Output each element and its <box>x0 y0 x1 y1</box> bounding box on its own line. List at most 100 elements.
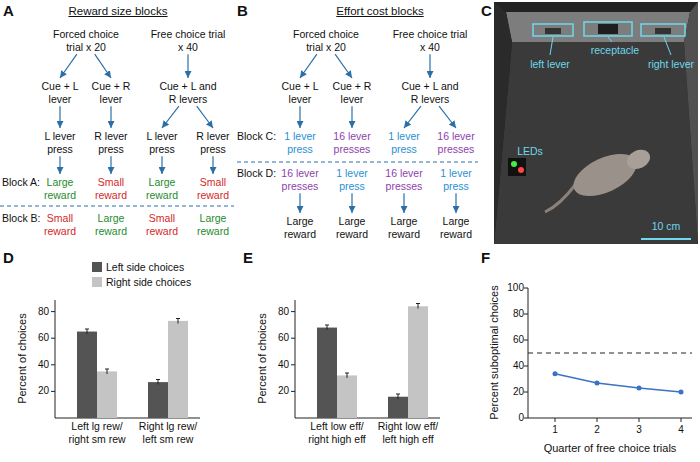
flow-arrow <box>187 54 188 78</box>
flow-step: 1 lever press <box>275 130 325 155</box>
chart-axis <box>51 312 55 392</box>
scale-label: 10 cm <box>652 220 681 233</box>
flow-arrow <box>197 106 213 128</box>
flow-step: Large reward <box>431 215 481 240</box>
step-text: Cue + L lever <box>275 80 325 105</box>
chamber-photo <box>508 158 526 176</box>
data-line <box>595 380 600 385</box>
flow-step: Large reward <box>137 176 187 201</box>
tick-label: 60 <box>513 334 524 346</box>
bar <box>77 332 97 418</box>
leader-line <box>550 37 553 55</box>
panel-letter: D <box>3 249 14 267</box>
scale-bar <box>641 238 691 240</box>
flow-step: 1 lever press <box>327 167 377 192</box>
chamber-photo <box>494 2 512 244</box>
axis-title: Percent of choices <box>15 314 28 405</box>
tick-label: 80 <box>38 306 49 318</box>
step-text: Large reward <box>379 215 429 240</box>
block-label: Block B: <box>2 212 41 225</box>
flow-step: Cue + L and R levers <box>398 80 462 105</box>
step-text: Large reward <box>327 215 377 240</box>
callout-label: left lever <box>530 58 570 71</box>
step-text: 16 lever presses <box>275 167 325 192</box>
flow-step: Free choice trial x 40 <box>391 28 469 53</box>
tick-label: 40 <box>513 360 524 372</box>
category-label: Left lg rew/ right sm rew <box>64 420 130 445</box>
chart-axis <box>524 288 528 418</box>
flow-step: Large reward <box>86 212 136 237</box>
chamber-photo <box>655 28 671 34</box>
data-line <box>637 386 642 391</box>
flow-step: Cue + L lever <box>35 80 85 105</box>
flow-arrow <box>299 106 300 128</box>
step-text: Large reward <box>35 176 85 201</box>
chamber-photo <box>567 139 657 205</box>
chamber-photo <box>506 12 690 42</box>
chamber-photo <box>494 42 698 244</box>
callout-frame <box>533 22 685 36</box>
block-divider <box>237 162 478 163</box>
flow-arrow <box>455 193 456 213</box>
flow-arrow <box>162 106 179 128</box>
callout-frame <box>584 22 632 36</box>
panel-letter: E <box>243 249 253 267</box>
category-label: Right low eff/ left high eff <box>375 420 441 445</box>
flow-step: Large reward <box>275 215 325 240</box>
tick-label: 40 <box>278 359 289 371</box>
step-text: Free choice trial x 40 <box>149 28 227 53</box>
bar <box>97 371 117 418</box>
panel-letter: F <box>481 249 490 267</box>
step-text: Cue + L and R levers <box>156 80 220 105</box>
error-bar <box>325 304 420 400</box>
step-text: Free choice trial x 40 <box>391 28 469 53</box>
tick-label: 1 <box>552 424 558 436</box>
block-divider <box>0 162 478 206</box>
callout-label: receptacle <box>591 44 639 57</box>
flow-step: 16 lever presses <box>379 167 429 192</box>
step-text: Small reward <box>35 212 85 237</box>
flow-step: Small reward <box>35 212 85 237</box>
flow-step: 1 lever press <box>379 130 429 155</box>
tick-label: 60 <box>278 332 289 344</box>
flow-step: L lever press <box>137 130 187 155</box>
panel-title: Effort cost blocks <box>336 5 423 19</box>
flow-step: 16 lever presses <box>327 130 377 155</box>
tick-label: 4 <box>678 424 684 436</box>
step-text: Cue + L lever <box>35 80 85 105</box>
panel-title: Reward size blocks <box>68 5 167 19</box>
flow-arrow <box>161 156 162 174</box>
step-text: Forced choice trial x 20 <box>47 28 125 53</box>
flow-step: 16 lever presses <box>431 130 481 155</box>
error-bar <box>85 304 420 400</box>
data-line <box>679 390 684 395</box>
step-text: 1 lever press <box>379 130 429 155</box>
flow-arrow <box>351 106 352 128</box>
chance-line <box>528 353 692 354</box>
legend-swatch <box>92 262 102 272</box>
callout-label: right lever <box>648 58 694 71</box>
tick-label: 20 <box>513 386 524 398</box>
block-label: Block C: <box>237 130 276 143</box>
error-bar <box>85 319 180 385</box>
step-text: 1 lever press <box>431 167 481 192</box>
flow-arrow <box>429 54 430 78</box>
flow-arrow <box>299 193 300 213</box>
flow-step: Small reward <box>86 176 136 201</box>
flow-arrow <box>212 156 213 174</box>
bar <box>388 397 408 418</box>
bar <box>168 321 188 418</box>
step-text: Small reward <box>188 176 238 201</box>
chart-axis <box>51 288 692 422</box>
flow-step: Free choice trial x 40 <box>149 28 227 53</box>
data-line <box>553 371 684 394</box>
flow-step: 16 lever presses <box>275 167 325 192</box>
panel-letter: C <box>481 2 492 20</box>
tick-label: 60 <box>38 332 49 344</box>
flow-arrow <box>300 54 317 78</box>
axis-title: Quarter of free choice trials <box>544 442 677 455</box>
chamber-photo <box>545 28 561 34</box>
step-text: 16 lever presses <box>379 167 429 192</box>
bar <box>317 328 337 418</box>
data-line <box>553 371 558 376</box>
